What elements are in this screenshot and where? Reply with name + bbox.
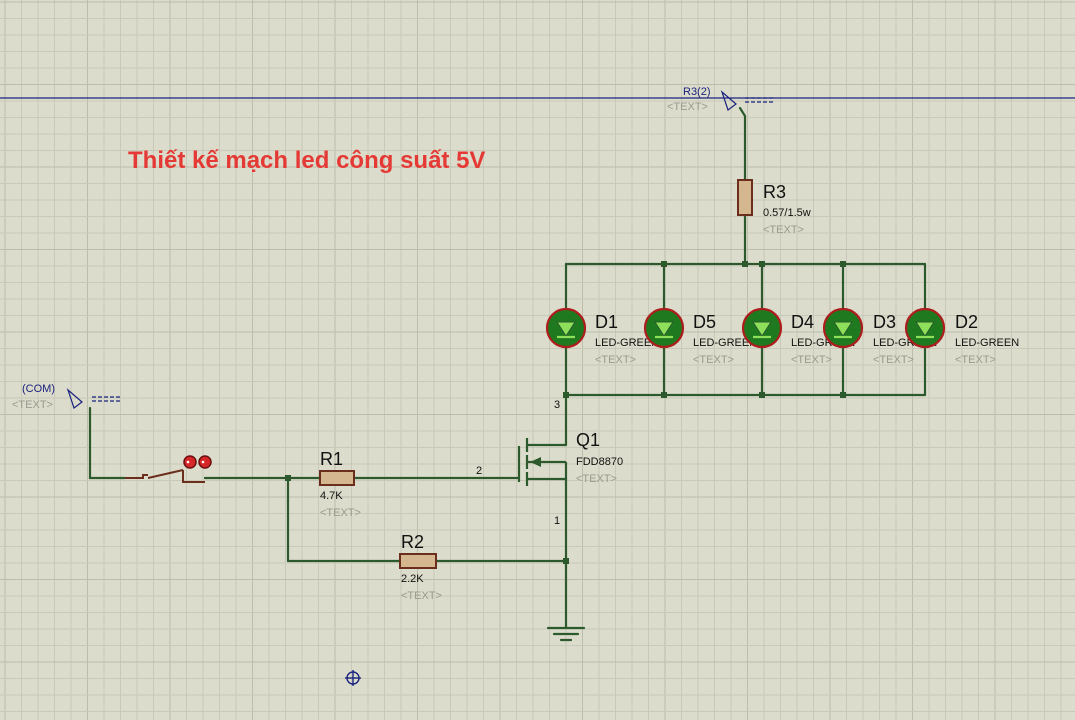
resistor-r2-text: <TEXT> bbox=[401, 590, 442, 602]
mosfet-q1-pin-gate: 2 bbox=[476, 465, 482, 477]
terminal-r3-2-icon bbox=[720, 90, 737, 111]
mosfet-q1-ref: Q1 bbox=[576, 430, 600, 450]
switch-button-icon[interactable] bbox=[198, 455, 212, 469]
led-d5-ref: D5 bbox=[693, 312, 716, 332]
resistor-r2-value: 2.2K bbox=[401, 573, 424, 585]
led-d4-text: <TEXT> bbox=[791, 354, 832, 366]
terminal-r3-2-label: R3(2) bbox=[683, 86, 711, 98]
terminal-com-label: (COM) bbox=[22, 383, 55, 395]
ground-icon bbox=[546, 626, 586, 642]
terminal-com-text: <TEXT> bbox=[12, 399, 53, 411]
led-d1[interactable]: D1 LED-GREEN <TEXT> bbox=[545, 307, 659, 366]
junctions bbox=[285, 261, 846, 564]
resistor-r3[interactable]: R3 0.57/1.5w <TEXT> bbox=[737, 179, 811, 236]
led-d5-text: <TEXT> bbox=[693, 354, 734, 366]
led-d5-value: LED-GREEN bbox=[693, 337, 757, 349]
resistor-r1-ref: R1 bbox=[320, 449, 343, 469]
led-d4-ref: D4 bbox=[791, 312, 814, 332]
mosfet-q1-value: FDD8870 bbox=[576, 456, 623, 468]
terminal-com[interactable]: (COM) <TEXT> bbox=[12, 383, 122, 411]
resistor-r1-text: <TEXT> bbox=[320, 507, 361, 519]
resistor-r2-ref: R2 bbox=[401, 532, 424, 552]
led-d2-value: LED-GREEN bbox=[955, 337, 1019, 349]
resistor-r3-value: 0.57/1.5w bbox=[763, 207, 811, 219]
led-d1-value: LED-GREEN bbox=[595, 337, 659, 349]
resistor-r2[interactable]: R2 2.2K <TEXT> bbox=[399, 532, 442, 602]
mosfet-q1[interactable]: 2 3 1 Q1 FDD8870 <TEXT> bbox=[476, 399, 623, 527]
led-d3[interactable]: D3 LED-GREEN <TEXT> bbox=[822, 307, 937, 366]
led-d2-text: <TEXT> bbox=[955, 354, 996, 366]
terminal-com-icon bbox=[66, 388, 83, 409]
wires bbox=[88, 106, 927, 630]
terminal-r3-2[interactable]: R3(2) <TEXT> bbox=[667, 86, 775, 113]
switch-button-icon[interactable] bbox=[183, 455, 197, 469]
resistor-r3-text: <TEXT> bbox=[763, 224, 804, 236]
origin-crosshair-icon bbox=[345, 670, 361, 686]
schematic-title: Thiết kế mạch led công suất 5V bbox=[128, 147, 485, 174]
led-d2[interactable]: D2 LED-GREEN <TEXT> bbox=[904, 307, 1019, 366]
resistor-r1-value: 4.7K bbox=[320, 490, 343, 502]
resistor-r3-ref: R3 bbox=[763, 182, 786, 202]
led-d1-ref: D1 bbox=[595, 312, 618, 332]
led-d5[interactable]: D5 LED-GREEN <TEXT> bbox=[643, 307, 757, 366]
push-switch[interactable] bbox=[125, 455, 212, 483]
terminal-r3-2-text: <TEXT> bbox=[667, 101, 708, 113]
mosfet-arrow-icon bbox=[530, 457, 541, 467]
led-d1-text: <TEXT> bbox=[595, 354, 636, 366]
mosfet-q1-pin-drain: 3 bbox=[554, 399, 560, 411]
led-d3-text: <TEXT> bbox=[873, 354, 914, 366]
led-d2-ref: D2 bbox=[955, 312, 978, 332]
mosfet-q1-text: <TEXT> bbox=[576, 473, 617, 485]
mosfet-q1-pin-source: 1 bbox=[554, 515, 560, 527]
led-d3-ref: D3 bbox=[873, 312, 896, 332]
resistor-r1[interactable]: R1 4.7K <TEXT> bbox=[319, 449, 361, 519]
